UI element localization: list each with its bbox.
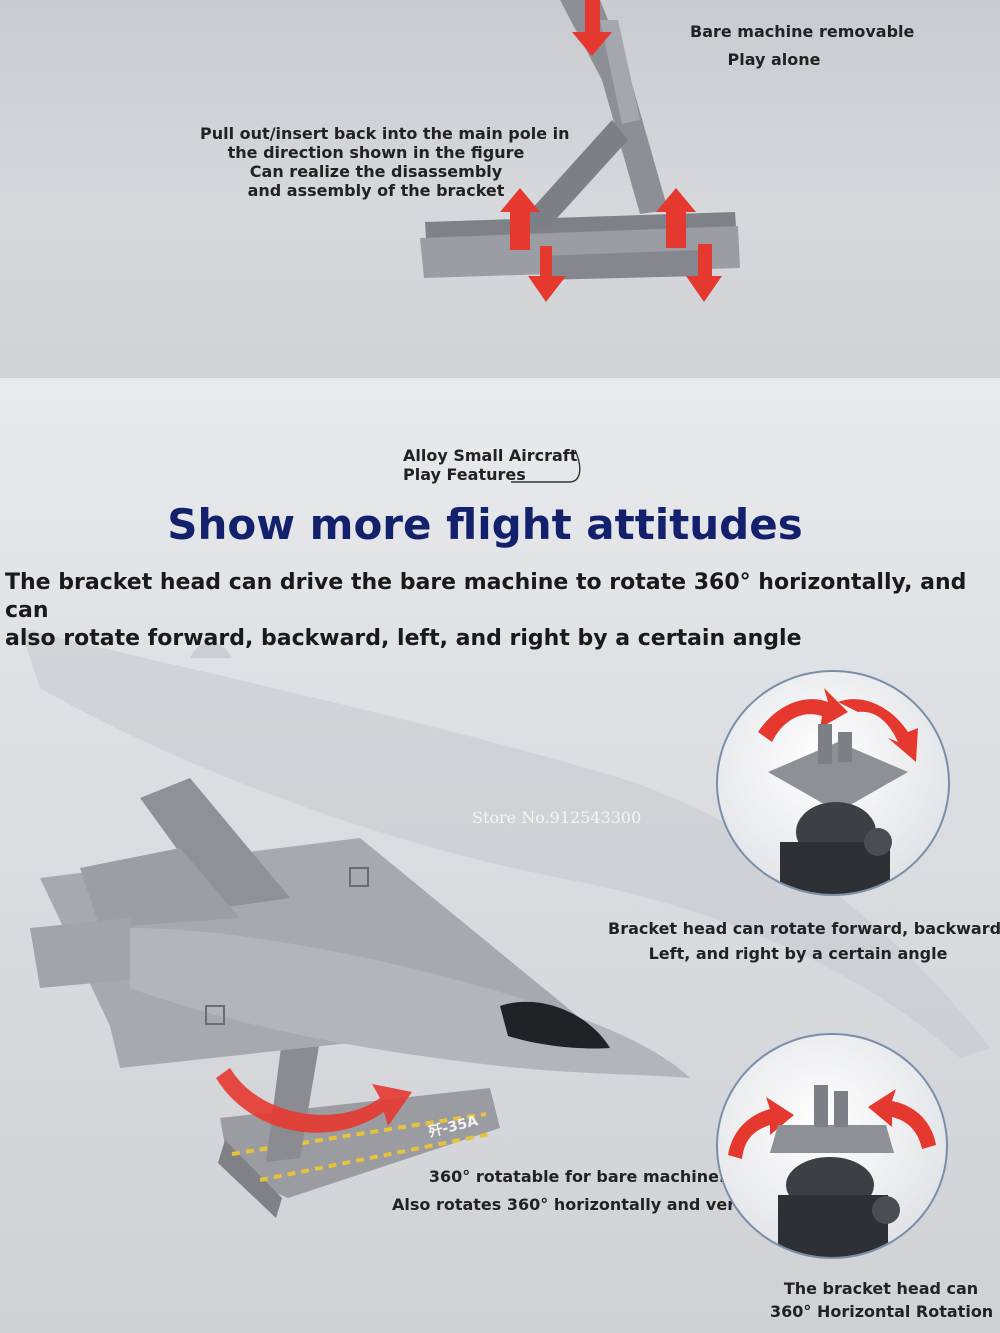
jet-cockpit xyxy=(500,1001,610,1049)
rotate-caption-line2: Also rotates 360° horizontally and verti… xyxy=(392,1195,795,1214)
horizontal-caption: The bracket head can 360° Horizontal Rot… xyxy=(770,1279,994,1321)
rotate-arrow-right-icon xyxy=(868,1089,936,1149)
bare-machine-line2: Play alone xyxy=(727,50,821,69)
background-jet-silhouette xyxy=(20,628,990,1058)
feature-tag: Alloy Small Aircraft Play Features xyxy=(403,446,581,484)
rotate-caption: 360° rotatable for bare machine. Also ro… xyxy=(392,1167,795,1214)
jet-tail-fin xyxy=(140,778,290,908)
arrow-up-icon-right xyxy=(656,188,696,248)
rotate-arrow-left-icon xyxy=(728,1097,794,1159)
tag-line1: Alloy Small Aircraft xyxy=(403,446,578,465)
rotate-caption-line1: 360° rotatable for bare machine. xyxy=(428,1167,726,1186)
instruction-line: Can realize the disassembly xyxy=(249,162,503,181)
arrow-up-icon-left xyxy=(500,188,540,250)
stand-illustration xyxy=(420,0,740,302)
arrow-down-icon-left xyxy=(528,246,566,302)
subhead: The bracket head can drive the bare mach… xyxy=(5,569,1000,653)
red-arrows xyxy=(500,0,722,302)
instruction-line: Pull out/insert back into the main pole … xyxy=(200,124,570,143)
arrow-down-icon-top xyxy=(572,0,612,56)
tilt-caption: Bracket head can rotate forward, backwar… xyxy=(608,919,1000,963)
arrow-down-icon-right xyxy=(686,244,722,302)
jet-model-illustration xyxy=(30,778,690,1218)
headline: Show more flight attitudes xyxy=(167,500,803,549)
bracket-head-rotation-illustration xyxy=(728,1085,936,1257)
rotation-detail-circle xyxy=(716,1033,948,1259)
rotation-arrow-icon xyxy=(216,1068,412,1133)
instruction-line: the direction shown in the figure xyxy=(227,143,525,162)
bare-machine-line1: Bare machine removable xyxy=(690,22,915,41)
stand-pole xyxy=(560,0,668,214)
stand-disassembly-section: Bare machine removable Play alone Pull o… xyxy=(0,0,1000,378)
subhead-line1: The bracket head can drive the bare mach… xyxy=(5,570,967,623)
instruction-line: and assembly of the bracket xyxy=(247,181,505,200)
tilt-arrow-right-icon xyxy=(838,699,918,762)
instruction-text: Pull out/insert back into the main pole … xyxy=(200,124,570,200)
tag-bracket-decoration xyxy=(511,449,581,483)
horizontal-caption-line1: The bracket head can xyxy=(783,1279,979,1298)
flight-attitudes-section: Alloy Small Aircraft Play Features Show … xyxy=(0,378,1000,1333)
tilt-detail-circle xyxy=(716,670,950,896)
tilt-caption-line1: Bracket head can rotate forward, backwar… xyxy=(608,919,1000,938)
store-watermark: Store No.912543300 xyxy=(472,808,642,827)
tilt-arrow-left-icon xyxy=(758,688,848,742)
tag-line2: Play Features xyxy=(403,465,526,484)
subhead-line2: also rotate forward, backward, left, and… xyxy=(5,626,802,651)
bracket-head-tilt-illustration xyxy=(758,688,918,894)
tilt-caption-line2: Left, and right by a certain angle xyxy=(648,944,948,963)
horizontal-caption-line2: 360° Horizontal Rotation xyxy=(770,1302,994,1321)
